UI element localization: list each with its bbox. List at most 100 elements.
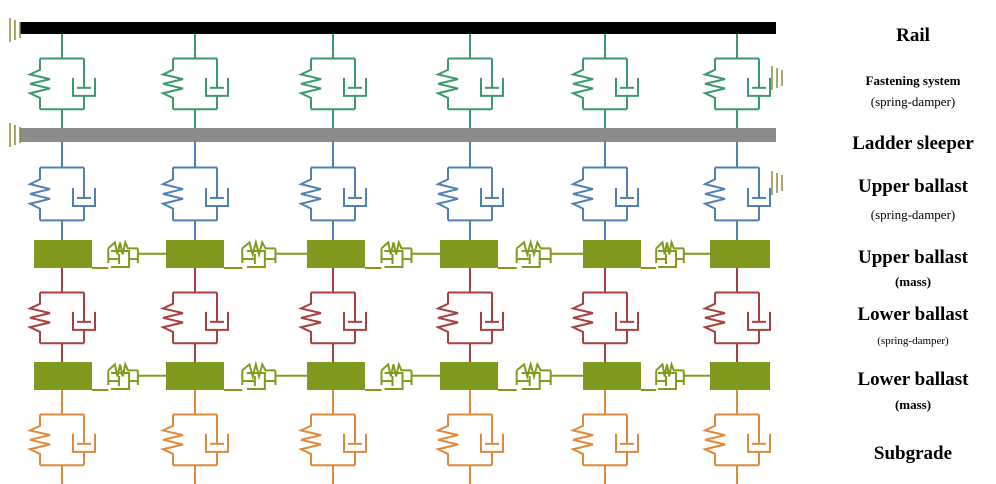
link-spring <box>380 361 412 377</box>
spring <box>434 292 459 344</box>
upper-ballast-mass-5 <box>583 240 641 268</box>
spring <box>159 58 184 110</box>
link-spring <box>380 239 412 255</box>
rail-beam <box>20 22 776 34</box>
lower-ballast-spring-damper-2 <box>159 268 229 362</box>
lower-ballast-mass-6 <box>710 362 770 390</box>
lower-ballast-mass-1 <box>34 362 92 390</box>
lower-ballast-spring-damper-6 <box>701 268 771 362</box>
spring <box>159 414 184 466</box>
subgrade-spring-damper-5 <box>569 390 639 484</box>
lower-ballast-shear-link-3 <box>365 361 440 391</box>
spring <box>26 292 51 344</box>
spring <box>297 414 322 466</box>
link-spring <box>241 238 276 259</box>
fastening-spring-damper-3 <box>297 34 367 128</box>
lower-ballast-shear-link-2 <box>224 360 307 391</box>
subgrade-label: Subgrade <box>873 443 953 464</box>
upper-ballast-spring-damper-5 <box>570 142 639 240</box>
rail-end-support <box>9 18 21 42</box>
fastening-system-sublabel: (spring-damper) <box>870 94 956 109</box>
spring <box>26 414 51 466</box>
lower-ballast-spring-damper-3 <box>297 268 367 362</box>
ladder-sleeper-beam <box>20 128 776 142</box>
upper-ballast-mass-2 <box>166 240 224 268</box>
subgrade-spring-damper-3 <box>297 390 367 484</box>
spring <box>701 58 726 110</box>
upper-ballast-mass-1 <box>34 240 92 268</box>
spring <box>26 58 51 110</box>
lower-ballast-shear-link-4 <box>498 360 583 391</box>
lower-ballast-spring-damper-1 <box>26 268 96 362</box>
upper-ballast-mass-sublabel: (mass) <box>894 274 932 289</box>
lower-ballast-spring-sublabel: (spring-damper) <box>877 335 949 347</box>
lower-ballast-mass-sublabel: (mass) <box>894 397 932 412</box>
upper-ballast-mass-6 <box>710 240 770 268</box>
rail-label: Rail <box>896 25 930 46</box>
upper-ballast-end-support <box>771 171 783 195</box>
spring <box>27 167 51 221</box>
spring <box>569 292 594 344</box>
sleeper-end-support <box>9 123 21 147</box>
upper-ballast-spring-damper-3 <box>298 142 367 240</box>
spring <box>434 58 459 110</box>
link-spring <box>516 238 551 259</box>
spring <box>159 292 184 344</box>
link-spring <box>516 360 551 381</box>
spring <box>297 292 322 344</box>
fastening-end-support <box>771 66 783 90</box>
spring <box>701 414 726 466</box>
upper-ballast-spring-damper-2 <box>160 142 229 240</box>
spring <box>435 167 459 221</box>
lower-ballast-mass-3 <box>307 362 365 390</box>
spring <box>702 167 726 221</box>
lower-ballast-shear-link-5 <box>641 360 710 391</box>
lower-ballast-shear-link-1 <box>92 361 166 391</box>
lower-ballast-spring-label: Lower ballast <box>857 304 969 325</box>
subgrade-spring-damper-4 <box>434 390 504 484</box>
lower-ballast-mass-4 <box>440 362 498 390</box>
spring <box>570 167 594 221</box>
link-spring <box>655 238 684 255</box>
fastening-system-label: Fastening system <box>865 73 961 88</box>
fastening-spring-damper-2 <box>159 34 229 128</box>
spring <box>298 167 322 221</box>
upper-ballast-spring-damper-4 <box>435 142 504 240</box>
spring <box>701 292 726 344</box>
spring <box>160 167 184 221</box>
spring <box>569 58 594 110</box>
link-spring <box>241 360 276 381</box>
upper-ballast-spring-label: Upper ballast <box>858 176 968 197</box>
fastening-spring-damper-6 <box>701 34 771 128</box>
lower-ballast-spring-damper-4 <box>434 268 504 362</box>
spring <box>569 414 594 466</box>
upper-ballast-spring-damper-1 <box>27 142 96 240</box>
upper-ballast-spring-sublabel: (spring-damper) <box>870 207 956 222</box>
lower-ballast-mass-2 <box>166 362 224 390</box>
upper-ballast-mass-3 <box>307 240 365 268</box>
lower-ballast-spring-damper-5 <box>569 268 639 362</box>
subgrade-spring-damper-1 <box>26 390 96 484</box>
link-spring <box>107 361 138 377</box>
upper-ballast-shear-link-4 <box>498 238 583 269</box>
link-spring <box>107 239 138 255</box>
subgrade-spring-damper-6 <box>701 390 771 484</box>
subgrade-spring-damper-2 <box>159 390 229 484</box>
upper-ballast-mass-4 <box>440 240 498 268</box>
fastening-spring-damper-1 <box>26 34 96 128</box>
upper-ballast-shear-link-5 <box>641 238 710 269</box>
fastening-spring-damper-5 <box>569 34 639 128</box>
spring <box>297 58 322 110</box>
fastening-spring-damper-4 <box>434 34 504 128</box>
lower-ballast-mass-label: Lower ballast <box>857 369 969 390</box>
upper-ballast-mass-label: Upper ballast <box>858 247 968 268</box>
ladder-sleeper-label: Ladder sleeper <box>852 133 974 154</box>
upper-ballast-shear-link-3 <box>365 239 440 269</box>
upper-ballast-spring-damper-6 <box>702 142 771 240</box>
spring <box>434 414 459 466</box>
upper-ballast-shear-link-1 <box>92 239 166 269</box>
link-spring <box>655 360 684 377</box>
upper-ballast-shear-link-2 <box>224 238 307 269</box>
